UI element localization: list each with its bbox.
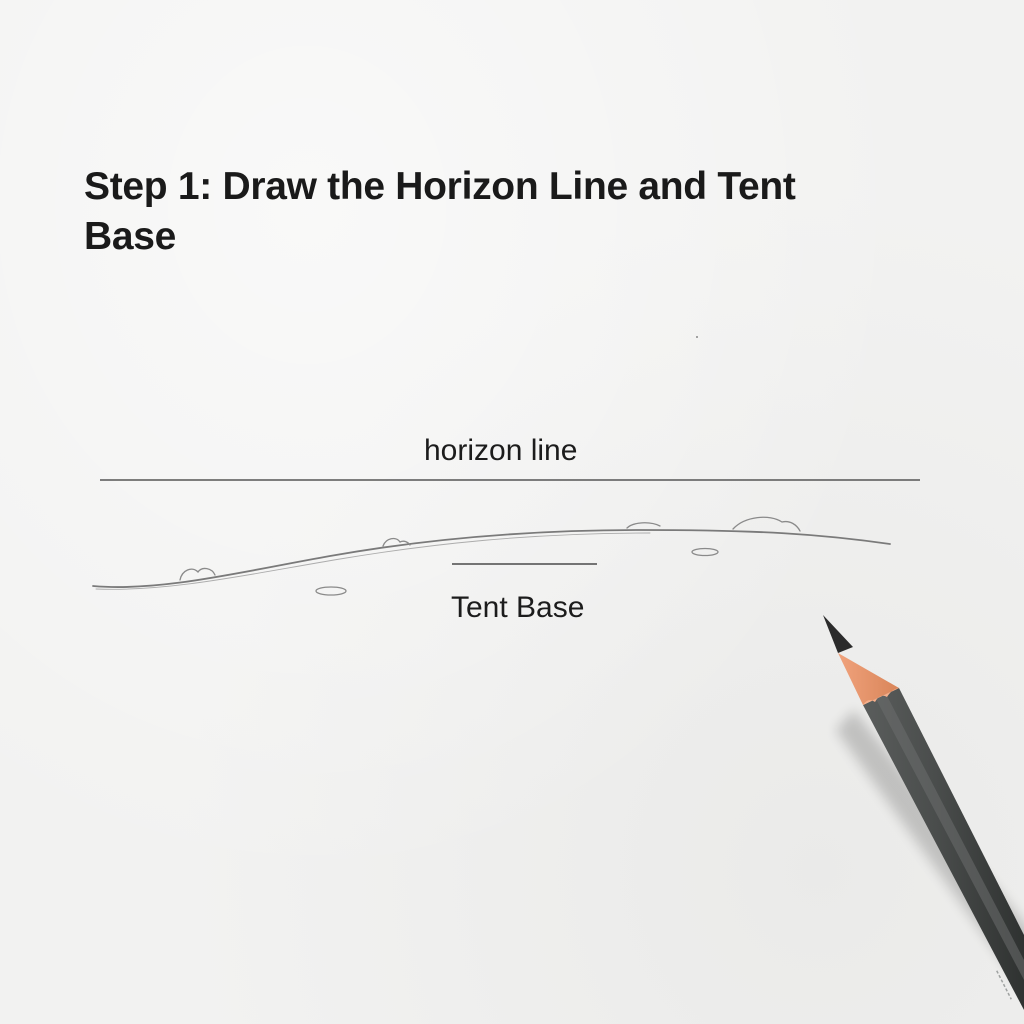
ground-line (92, 529, 891, 588)
tent-base-label: Tent Base (451, 591, 585, 624)
horizon-label: horizon line (424, 434, 578, 467)
rocks (179, 516, 801, 596)
step-title: Step 1: Draw the Horizon Line and Tent B… (84, 165, 796, 258)
ground-line-shade (95, 532, 651, 590)
paper-speck (696, 336, 698, 338)
pencil-icon (823, 615, 1024, 1010)
